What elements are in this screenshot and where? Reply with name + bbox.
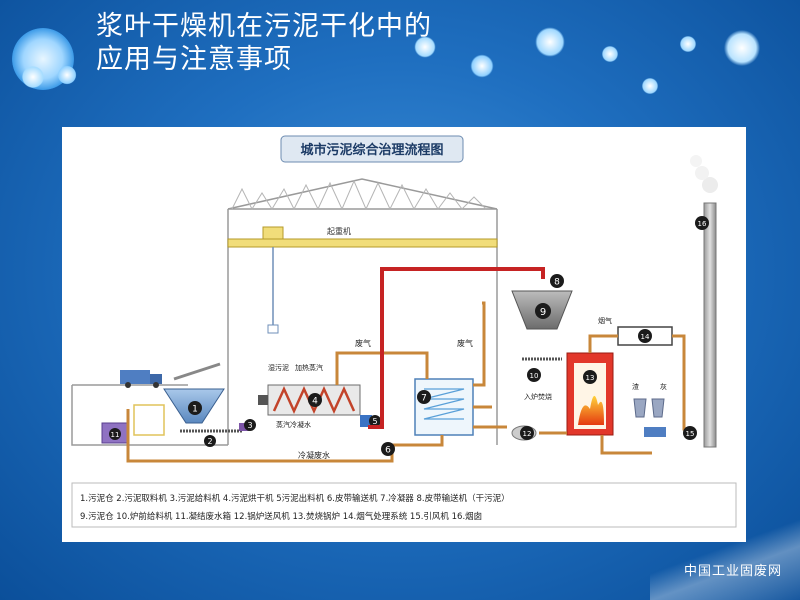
- ash-label: 灰: [660, 382, 667, 391]
- waste-gas-label-1: 废气: [355, 338, 371, 348]
- legend-line-1: 1.污泥仓 2.污泥取料机 3.污泥给料机 4.污泥烘干机 5污泥出料机 6.皮…: [80, 493, 510, 504]
- dryer-paddles: [272, 385, 356, 415]
- node-14-marker: [638, 329, 652, 343]
- decorative-bubble: [640, 76, 660, 96]
- slag-label: 渣: [632, 382, 639, 391]
- node-15-label: 15: [686, 430, 695, 438]
- legend-box: [71, 482, 737, 528]
- decorative-bubble: [532, 24, 568, 60]
- truck-icon: [120, 370, 162, 388]
- steam-condensate-label: 蒸汽冷凝水: [276, 420, 311, 429]
- node-7-marker: [417, 390, 431, 404]
- chimney-16: [703, 202, 717, 448]
- decorative-bubble: [468, 52, 496, 80]
- slide-title: 浆叶干燥机在污泥干化中的应用与注意事项: [96, 11, 432, 75]
- page-curl-decoration: [650, 520, 800, 600]
- flue-gas-label: 烟气: [598, 316, 612, 325]
- into-furnace-label: 入炉焚烧: [524, 392, 552, 401]
- unload-chute: [173, 362, 221, 381]
- node-11-marker: [109, 428, 121, 440]
- node-14-label: 14: [641, 333, 650, 341]
- node-16-marker: [695, 216, 709, 230]
- waste-gas-label-2: 废气: [457, 338, 473, 348]
- decorative-bubble: [600, 44, 620, 64]
- node-4-marker: [308, 393, 322, 407]
- node-5-label: 5: [372, 417, 377, 426]
- diagram-heading: 城市污泥综合治理流程图: [300, 142, 443, 158]
- decorative-bubble: [678, 34, 698, 54]
- crane-grab: [267, 324, 279, 334]
- flow-diagram-svg: 城市污泥综合治理流程图 起重机: [71, 135, 737, 528]
- node-2-label: 2: [207, 437, 212, 446]
- node-16-label: 16: [698, 220, 707, 228]
- node-13-label: 13: [586, 374, 595, 382]
- node-3-label: 3: [247, 421, 252, 430]
- node-12-label: 12: [523, 430, 532, 438]
- diagram-heading-banner: [280, 135, 464, 163]
- node-13-marker: [583, 370, 597, 384]
- condenser-7: [414, 378, 474, 436]
- node-1-label: 1: [192, 405, 198, 415]
- heating-steam-label: 加热蒸汽: [295, 363, 323, 372]
- decorative-bubble: [20, 64, 46, 90]
- belt-conveyor-6: [368, 267, 545, 429]
- node-10-marker: [527, 368, 541, 382]
- node-10-label: 10: [530, 372, 539, 380]
- node-2-marker: [204, 435, 216, 447]
- sludge-discharger-5: [360, 415, 372, 427]
- decorative-bubble: [56, 64, 78, 86]
- node-9-label: 9: [540, 307, 546, 318]
- smoke-puff: [702, 177, 718, 193]
- node-4-label: 4: [312, 397, 318, 407]
- sludge-feeder-3: [239, 423, 249, 431]
- decorative-bubble: [412, 34, 438, 60]
- flue-gas-duct: [588, 334, 618, 353]
- node-8-label: 8: [554, 278, 560, 288]
- dryer-drive: [258, 395, 268, 405]
- crane-rail: [227, 238, 498, 248]
- node-8-marker: [550, 274, 564, 288]
- node-12-marker: [520, 426, 534, 440]
- ash-bin: [651, 398, 665, 418]
- node-7-label: 7: [421, 394, 427, 404]
- crane-label: 起重机: [327, 226, 351, 236]
- smoke-puff: [690, 155, 702, 167]
- node-1-marker: [188, 401, 202, 415]
- smoke-puff: [695, 166, 709, 180]
- condensate-return-pipe: [126, 409, 444, 463]
- exhaust-duct: [672, 334, 690, 431]
- condenser-coil: [423, 388, 465, 420]
- building-outline: [71, 178, 498, 446]
- decorative-bubble: [720, 26, 764, 70]
- condensate-water-label: 冷凝废水: [298, 450, 330, 460]
- slag-bin: [633, 398, 647, 418]
- node-11-label: 11: [111, 431, 120, 439]
- node-6-marker: [381, 442, 395, 456]
- node-15-marker: [683, 426, 697, 440]
- tank-frame: [133, 404, 165, 436]
- wet-sludge-label: 湿污泥: [268, 363, 289, 372]
- process-flow-diagram: 城市污泥综合治理流程图 起重机: [62, 127, 746, 542]
- node-6-label: 6: [385, 446, 391, 456]
- node-5-marker: [369, 415, 381, 427]
- fire-icon: [578, 395, 604, 425]
- crane-trolley: [262, 226, 284, 240]
- node-3-marker: [244, 419, 256, 431]
- watermark-text: 中国工业固废网: [684, 564, 783, 579]
- slag-duct: [600, 435, 652, 455]
- legend-line-2: 9.污泥仓 10.炉前给料机 11.凝结废水箱 12.锅炉送风机 13.焚烧锅炉…: [80, 511, 482, 522]
- node-9-marker: [535, 303, 551, 319]
- ash-truck-icon: [644, 427, 666, 437]
